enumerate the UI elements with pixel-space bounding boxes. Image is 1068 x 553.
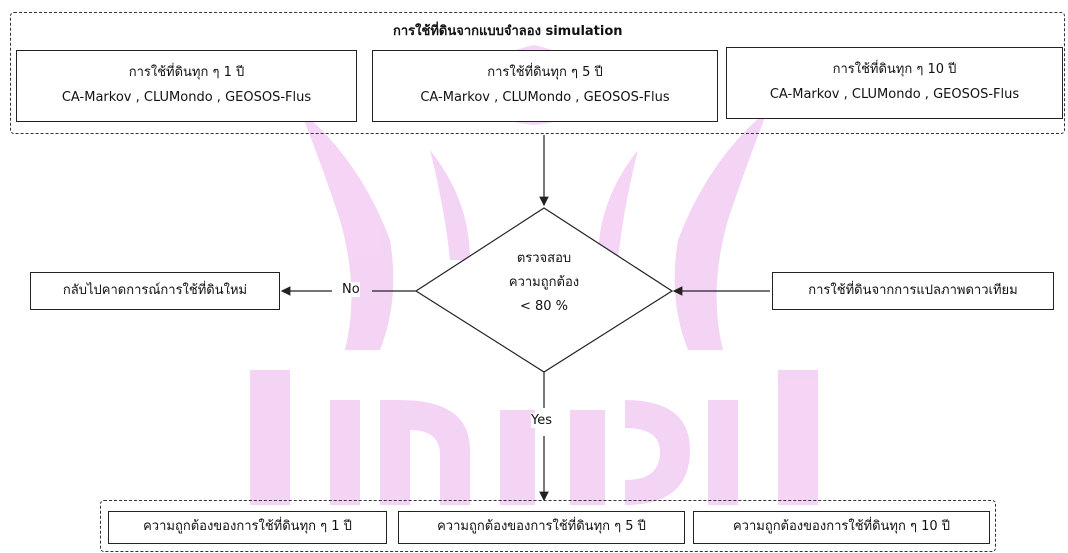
satellite-landuse-box: การใช้ที่ดินจากการแปลภาพดาวเทียม bbox=[772, 272, 1054, 310]
simulation-box-5-years: การใช้ที่ดินทุก ๆ 5 ปี CA-Markov , CLUMo… bbox=[372, 50, 718, 122]
models-label: CA-Markov , CLUMondo , GEOSOS-Flus bbox=[770, 83, 1019, 108]
period-label: การใช้ที่ดินทุก ๆ 10 ปี bbox=[833, 58, 957, 83]
models-label: CA-Markov , CLUMondo , GEOSOS-Flus bbox=[420, 86, 669, 111]
decision-text: ตรวจสอบ ความถูกต้อง < 80 % bbox=[470, 247, 618, 319]
decision-line-2: ความถูกต้อง bbox=[470, 271, 618, 295]
yes-label: Yes bbox=[531, 413, 552, 428]
decision-line-1: ตรวจสอบ bbox=[470, 247, 618, 271]
period-label: การใช้ที่ดินทุก ๆ 5 ปี bbox=[487, 61, 603, 86]
simulation-box-1-year: การใช้ที่ดินทุก ๆ 1 ปี CA-Markov , CLUMo… bbox=[16, 50, 357, 122]
simulation-title: การใช้ที่ดินจากแบบจำลอง simulation bbox=[393, 20, 623, 41]
period-label: การใช้ที่ดินทุก ๆ 1 ปี bbox=[129, 61, 245, 86]
no-label: No bbox=[342, 282, 360, 297]
retry-prediction-box: กลับไปคาดการณ์การใช้ที่ดินใหม่ bbox=[30, 272, 280, 310]
models-label: CA-Markov , CLUMondo , GEOSOS-Flus bbox=[62, 86, 311, 111]
simulation-box-10-years: การใช้ที่ดินทุก ๆ 10 ปี CA-Markov , CLUM… bbox=[726, 47, 1063, 119]
decision-line-3: < 80 % bbox=[470, 295, 618, 319]
accuracy-box-10-years: ความถูกต้องของการใช้ที่ดินทุก ๆ 10 ปี bbox=[693, 511, 990, 544]
accuracy-box-5-years: ความถูกต้องของการใช้ที่ดินทุก ๆ 5 ปี bbox=[398, 511, 685, 544]
accuracy-box-1-year: ความถูกต้องของการใช้ที่ดินทุก ๆ 1 ปี bbox=[108, 511, 387, 544]
